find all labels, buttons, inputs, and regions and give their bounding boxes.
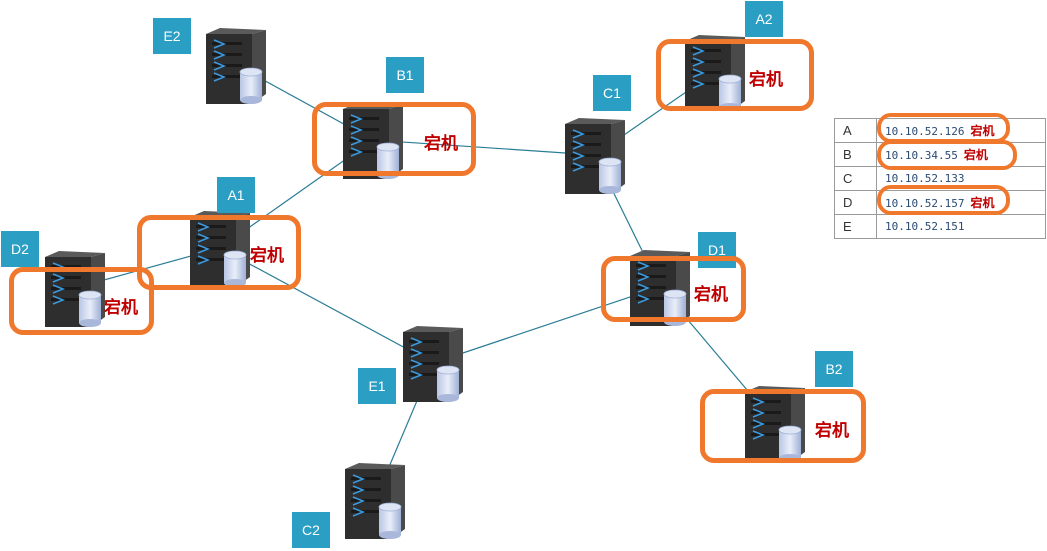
down-label-D1: 宕机 [694,285,728,305]
node-label: B2 [825,361,843,377]
down-label-A1: 宕机 [250,246,284,266]
node-tag-B2: B2 [815,351,853,387]
ip-address: 10.10.52.133 [885,172,965,185]
link-B1-C1 [372,139,596,159]
down-highlight-A1 [137,215,301,290]
node-label: D2 [11,241,29,257]
server-icon-A1 [190,211,250,287]
ip-down-label: 宕机 [970,196,995,210]
ip-value: 10.10.52.126 宕机 [876,118,1046,143]
down-label-B1: 宕机 [424,134,458,154]
ip-row-b: B 10.10.34.55 宕机 [834,142,1046,167]
node-tag-E2: E2 [153,18,191,54]
server-icon-C2 [345,463,405,539]
ip-key: E [834,214,877,239]
node-label: B1 [396,67,414,83]
ip-value: 10.10.52.151 [876,214,1046,239]
table-highlight-d [877,185,1010,215]
ip-address: 10.10.52.151 [885,220,965,233]
ip-key: A [834,118,877,143]
ip-address: 10.10.52.126 [885,125,965,138]
down-highlight-B2 [700,389,866,463]
ip-key: C [834,166,877,191]
down-label-A2: 宕机 [749,70,783,90]
down-highlight-B1 [312,102,476,176]
server-icon-D1 [630,250,690,326]
down-highlight-D2 [9,267,154,335]
node-label: D1 [708,242,726,258]
node-label: A2 [755,11,773,27]
down-label-B2: 宕机 [815,421,849,441]
node-label: A1 [227,187,245,203]
node-label: E1 [368,378,386,394]
node-tag-C1: C1 [593,75,631,111]
node-tag-B1: B1 [386,57,424,93]
down-highlight-D1 [601,256,746,322]
ip-table: A 10.10.52.126 宕机 B 10.10.34.55 宕机 C 10.10… [834,118,1046,239]
server-icon-A2 [685,35,745,111]
ip-address: 10.10.34.55 [885,149,958,162]
table-highlight-b [877,140,1017,170]
node-tag-D1: D1 [698,232,736,268]
ip-down-label: 宕机 [970,124,995,138]
down-label-D2: 宕机 [104,298,138,318]
server-icon-E1 [403,326,463,402]
node-tag-E1: E1 [358,368,396,404]
server-icon-B2 [745,386,805,462]
ip-row-a: A 10.10.52.126 宕机 [834,118,1046,143]
server-icon-C1 [565,118,625,194]
node-label: C1 [603,85,621,101]
node-tag-C2: C2 [292,512,330,548]
node-tag-D2: D2 [1,231,39,267]
ip-value: 10.10.34.55 宕机 [876,142,1046,167]
server-icon-E2 [206,28,266,104]
ip-key: D [834,190,877,215]
node-label: C2 [302,522,320,538]
ip-key: B [834,142,877,167]
down-highlight-A2 [656,39,814,111]
node-tag-A1: A1 [217,177,255,213]
link-D1-E1 [432,286,661,365]
node-tag-A2: A2 [745,1,783,37]
node-label: E2 [163,28,181,44]
ip-down-label: 宕机 [963,148,988,162]
ip-address: 10.10.52.157 [885,197,965,210]
ip-row-e: E 10.10.52.151 [834,214,1046,239]
table-highlight-a [877,113,1010,143]
link-A1-E1 [219,247,434,364]
